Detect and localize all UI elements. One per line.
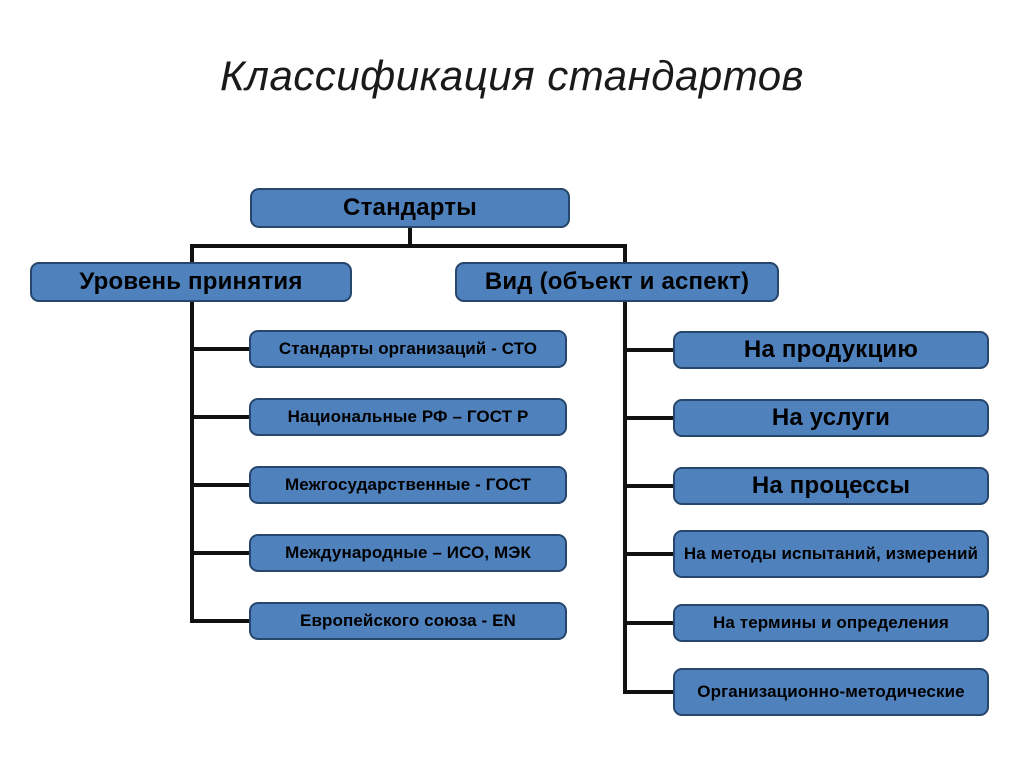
node-right-leaf-organizational-methodical[interactable]: Организационно-методические [673, 668, 989, 716]
node-branch-type-object-aspect[interactable]: Вид (объект и аспект) [455, 262, 779, 302]
node-right-leaf-test-methods[interactable]: На методы испытаний, измерений [673, 530, 989, 578]
node-left-leaf-iso-iec-label: Международные – ИСО, МЭК [285, 543, 531, 563]
node-left-leaf-gost[interactable]: Межгосударственные - ГОСТ [249, 466, 567, 504]
node-right-leaf-terms-definitions-label: На термины и определения [713, 613, 949, 633]
node-root-standards[interactable]: Стандарты [250, 188, 570, 228]
node-right-leaf-products[interactable]: На продукцию [673, 331, 989, 369]
node-right-leaf-processes-label: На процессы [751, 471, 911, 499]
node-branch-type-object-aspect-label: Вид (объект и аспект) [484, 267, 750, 295]
node-left-leaf-sto-label: Стандарты организаций - СТО [278, 339, 538, 359]
page-title: Классификация стандартов [220, 52, 804, 99]
node-right-leaf-services[interactable]: На услуги [673, 399, 989, 437]
node-left-leaf-iso-iec[interactable]: Международные – ИСО, МЭК [249, 534, 567, 572]
node-left-leaf-gost-r[interactable]: Национальные РФ – ГОСТ Р [249, 398, 567, 436]
node-left-leaf-sto[interactable]: Стандарты организаций - СТО [249, 330, 567, 368]
node-left-leaf-en[interactable]: Европейского союза - EN [249, 602, 567, 640]
node-left-leaf-gost-r-label: Национальные РФ – ГОСТ Р [287, 407, 529, 427]
node-right-leaf-terms-definitions[interactable]: На термины и определения [673, 604, 989, 642]
node-left-leaf-gost-label: Межгосударственные - ГОСТ [284, 475, 532, 495]
node-right-leaf-products-label: На продукцию [743, 335, 919, 363]
node-right-leaf-test-methods-label: На методы испытаний, измерений [683, 544, 979, 564]
node-branch-level-of-adoption[interactable]: Уровень принятия [30, 262, 352, 302]
node-right-leaf-services-label: На услуги [771, 403, 891, 431]
node-root-standards-label: Стандарты [343, 193, 477, 221]
node-right-leaf-organizational-methodical-label: Организационно-методические [697, 682, 965, 702]
node-left-leaf-en-label: Европейского союза - EN [300, 611, 516, 631]
node-right-leaf-processes[interactable]: На процессы [673, 467, 989, 505]
node-branch-level-of-adoption-label: Уровень принятия [79, 267, 303, 295]
